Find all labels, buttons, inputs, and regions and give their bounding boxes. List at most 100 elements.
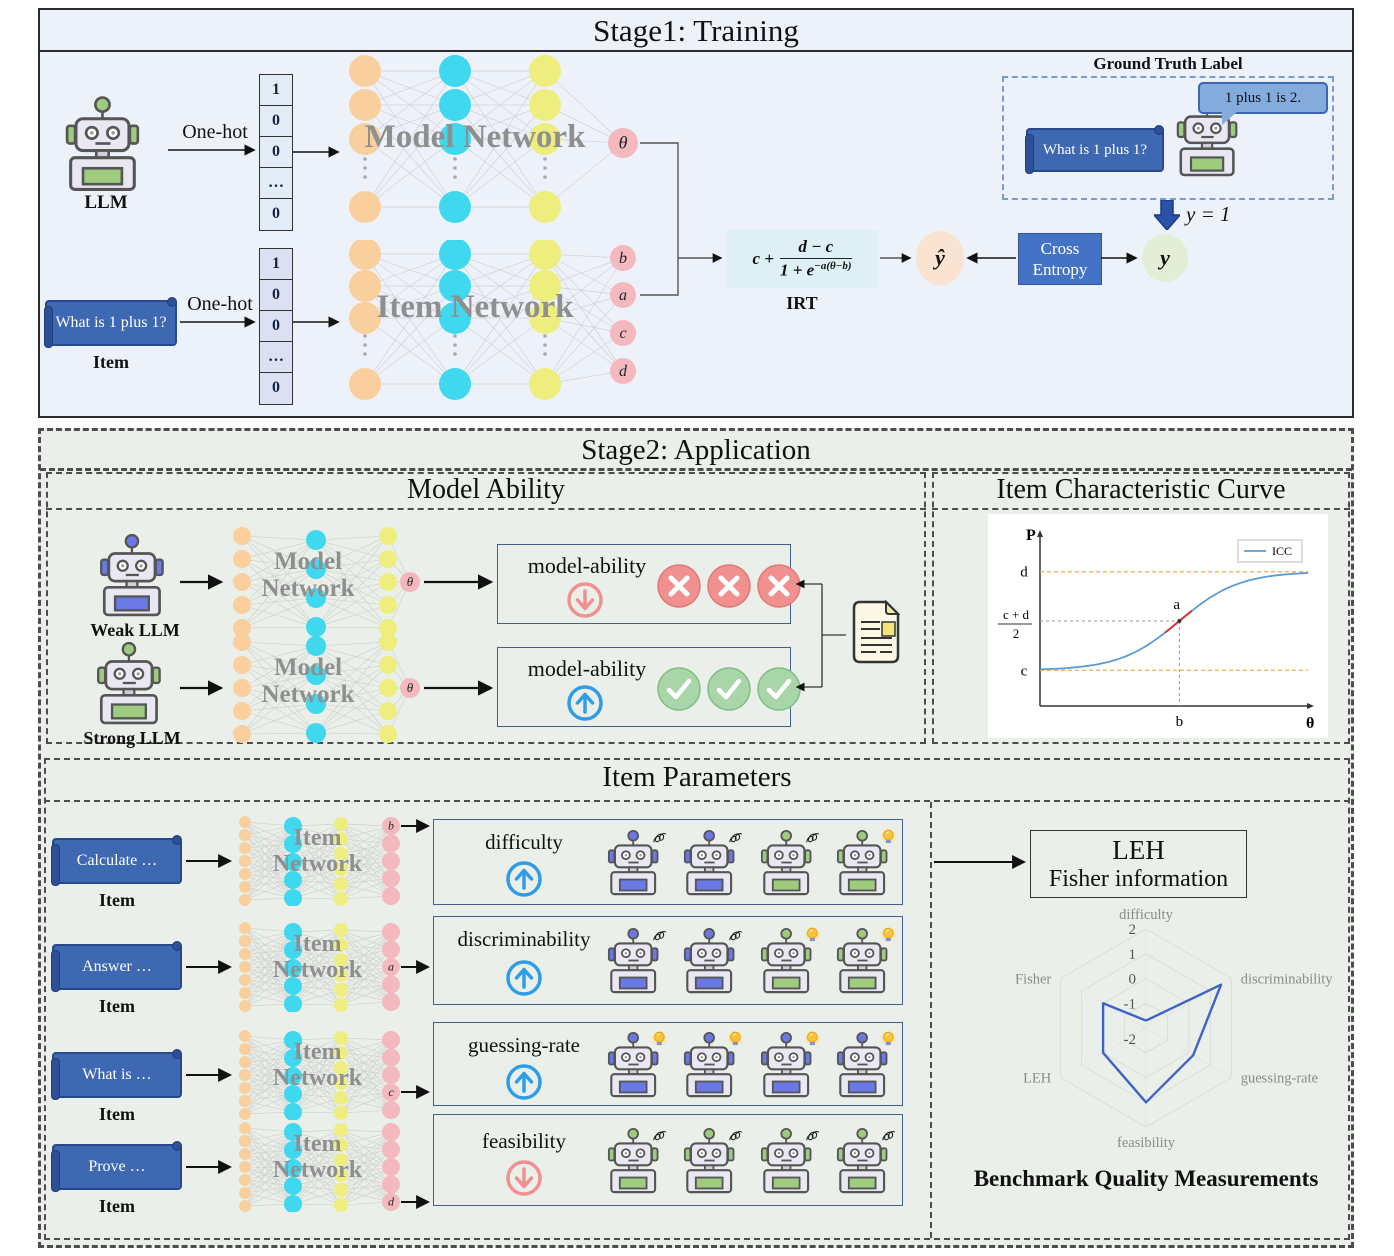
svg-text:a: a [619,287,627,304]
vector-cell: 0 [260,280,292,311]
item-network-row-3: c [235,1030,401,1120]
item-network-row-2: a [235,922,401,1012]
item-caption: Item [99,996,135,1016]
svg-text:0: 0 [1129,972,1137,988]
svg-text:feasibility: feasibility [1117,1135,1176,1151]
param-box-feasibility: feasibility [433,1114,903,1206]
robot-group [604,820,896,904]
svg-text:d: d [619,363,628,380]
irt-fraction: d − c 1 + e−a(θ−b) [779,237,852,281]
strong-llm-robot-icon [92,640,172,726]
robot-group [604,1023,896,1105]
item-caption: Item [99,1196,135,1216]
y-hat-node: ŷ [916,231,964,285]
param-box-difficulty: difficulty [433,819,903,905]
trend-down-icon [505,1159,543,1197]
item-caption: Item [99,1104,135,1124]
irt-formula-box: c + d − c 1 + e−a(θ−b) [726,230,878,288]
param-box-discriminability: discriminability [433,916,903,1005]
pass-marks [656,666,802,712]
svg-text:d: d [388,1194,395,1208]
onehot-vector-item: 1 0 0 … 0 [259,248,293,405]
leh-box: LEH Fisher information [1030,830,1247,898]
svg-text:c + d: c + d [1003,607,1030,622]
svg-text:a: a [1173,597,1180,613]
svg-text:guessing-rate: guessing-rate [1241,1071,1318,1087]
svg-text:2: 2 [1013,626,1020,641]
svg-text:c: c [388,1085,394,1099]
item-scroll-row: Prove … [51,1141,182,1192]
item-scroll-row: Calculate … [51,835,182,886]
icc-panel [932,472,1350,744]
radar-title: Benchmark Quality Measurements [973,1166,1319,1191]
llm-label: LLM [84,192,128,213]
svg-text:1: 1 [1129,947,1137,963]
stage1-title: Stage1: Training [38,8,1354,52]
trend-up-icon [505,959,543,997]
svg-text:c: c [619,325,626,342]
item-scroll-text: What is … [82,1066,152,1083]
irt-numerator: d − c [779,237,852,260]
param-label: guessing-rate [468,1033,580,1057]
item-scroll-text: What is 1 plus 1? [55,314,167,331]
svg-text:Fisher: Fisher [1015,972,1051,988]
vector-cell: 0 [260,137,292,168]
ground-truth-scroll: What is 1 plus 1? [1025,125,1164,174]
model-ability-panel [46,472,926,744]
svg-text:c: c [1021,663,1028,679]
robot-group [604,917,896,1004]
model-network-diagram: θ [340,55,650,230]
trend-up-icon [505,860,543,898]
svg-text:a: a [388,959,394,973]
item-scroll-row: Answer … [51,941,182,992]
ground-truth-title: Ground Truth Label [1093,54,1243,73]
vector-cell: … [260,168,292,199]
ground-truth-box [1002,76,1334,200]
y-node: y [1142,234,1188,282]
item-network-row-1: b [235,816,401,906]
vector-cell: 0 [260,311,292,342]
vector-cell: 1 [260,75,292,106]
onehot-label-bottom: One-hot [187,293,253,315]
ground-truth-scroll-text: What is 1 plus 1? [1042,141,1148,158]
strong-llm-label: Strong LLM [83,728,181,748]
item-scroll-row: What is … [51,1049,182,1100]
vector-cell: 0 [260,373,292,404]
vector-cell: … [260,342,292,373]
ability-down-icon [566,581,604,619]
ability-up-icon [566,684,604,722]
model-ability-box-weak: model-ability [497,544,801,624]
item-scroll-stage1: What is 1 plus 1? [44,297,177,348]
cross-entropy-line1: Cross [1040,238,1080,258]
param-label: feasibility [482,1129,566,1153]
trend-up-icon [505,1063,543,1101]
item-scroll-text: Answer … [82,958,152,975]
weak-llm-robot-icon [95,532,175,618]
svg-text:θ: θ [619,133,628,153]
y-equation: y = 1 [1186,202,1231,226]
svg-text:-1: -1 [1124,996,1137,1012]
model-ability-title: Model Ability [46,474,926,510]
svg-text:P: P [1026,527,1036,544]
label-down-arrow-icon [1154,200,1180,230]
robot-group [604,1115,896,1205]
item-parameters-panel [44,758,1350,1240]
param-label: difficulty [485,830,563,854]
fail-marks [656,563,802,609]
weak-llm-label: Weak LLM [90,620,180,640]
llm-robot-icon [60,94,152,193]
param-label: discriminability [457,927,591,951]
param-box-guessing-rate: guessing-rate [433,1022,903,1106]
svg-text:b: b [1176,714,1184,730]
onehot-label-top: One-hot [182,121,248,143]
irt-caption: IRT [786,293,818,313]
svg-text:θ: θ [407,574,414,589]
stage2-title: Stage2: Application [40,431,1352,471]
svg-text:discriminability: discriminability [1241,972,1334,988]
leh-line2: Fisher information [1048,865,1229,892]
cross-entropy-box: Cross Entropy [1018,233,1102,285]
item-scroll-text: Prove … [88,1158,146,1175]
